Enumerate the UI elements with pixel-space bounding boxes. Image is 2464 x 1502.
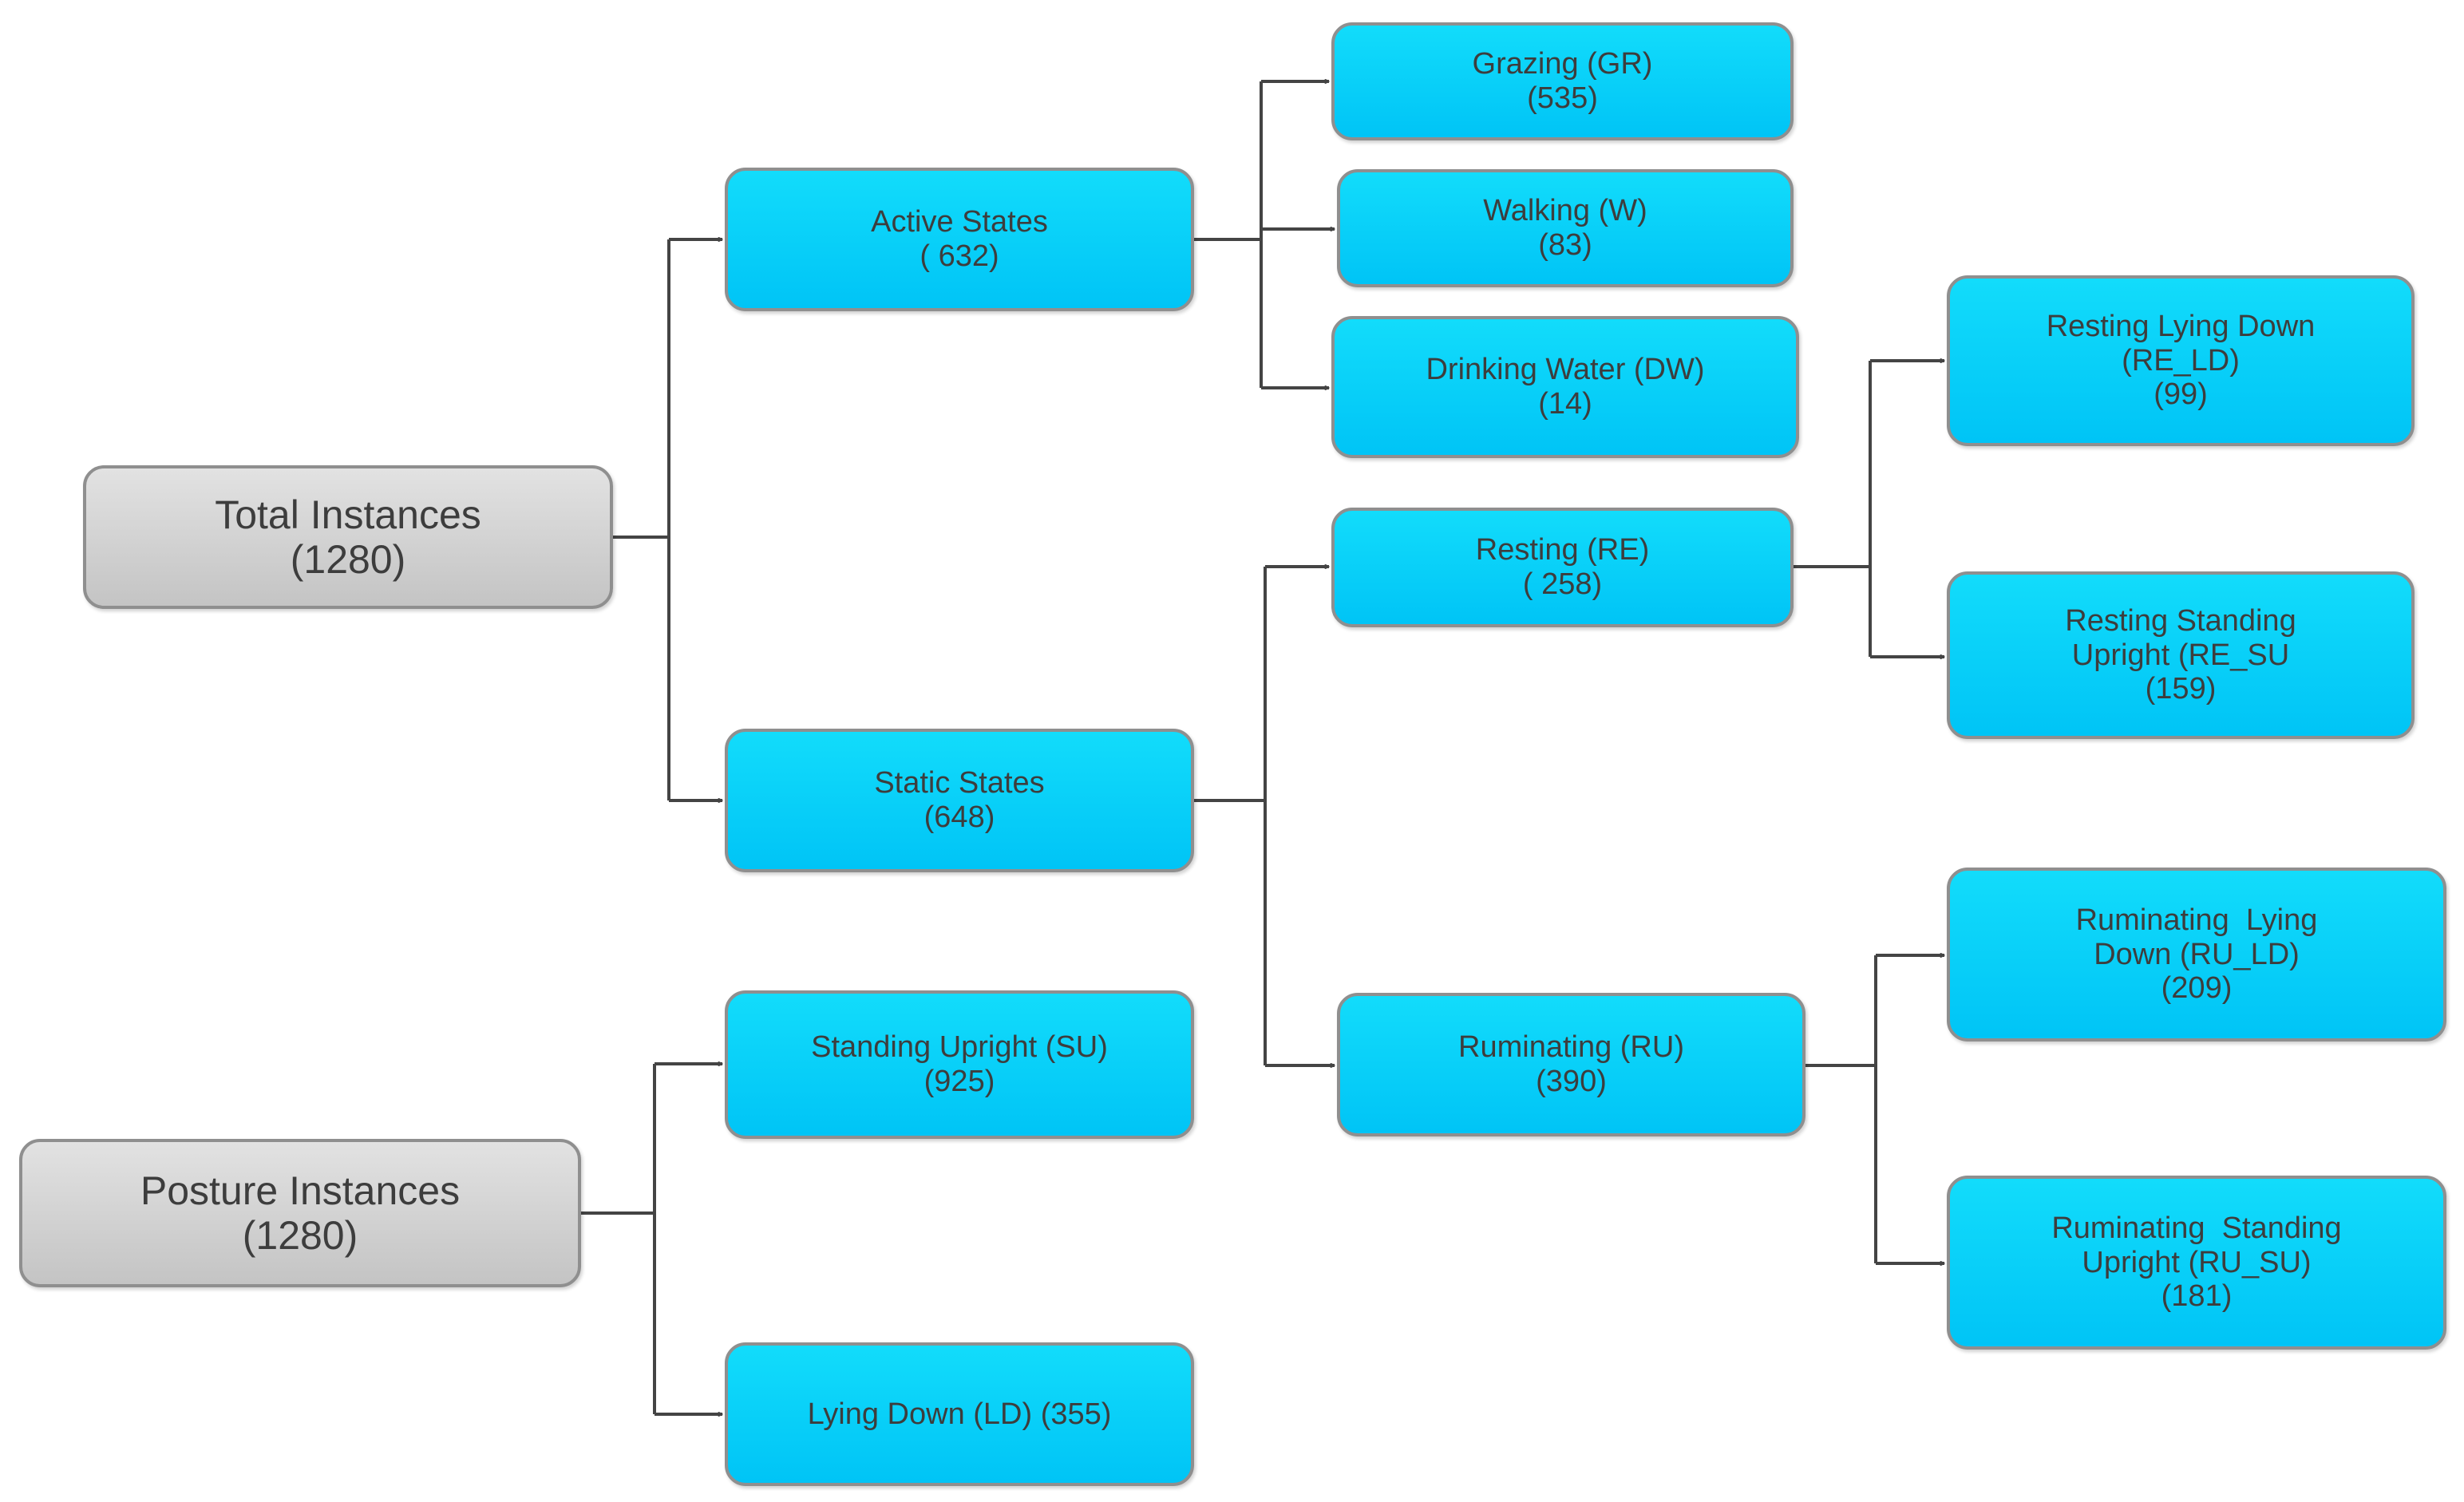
node-re-su-count: (159) — [2145, 672, 2217, 706]
connector-ruminating-trunk — [1805, 955, 1877, 1263]
node-walking-count: (83) — [1538, 228, 1592, 262]
node-static-states-title: Static States — [874, 766, 1045, 800]
node-resting-lying-down: Resting Lying Down (RE_LD) (99) — [1947, 275, 2415, 446]
node-ru-su-count: (181) — [2161, 1279, 2233, 1314]
node-total-instances: Total Instances (1280) — [83, 465, 613, 609]
node-posture-instances-title: Posture Instances — [140, 1168, 461, 1213]
node-posture-instances: Posture Instances (1280) — [19, 1139, 581, 1287]
node-grazing-count: (535) — [1527, 81, 1598, 115]
node-walking-title: Walking (W) — [1483, 194, 1647, 228]
node-re-su-code: Upright (RE_SU — [2071, 638, 2290, 672]
node-active-states: Active States ( 632) — [725, 168, 1194, 311]
node-total-instances-title: Total Instances — [215, 492, 481, 537]
node-resting-count: ( 258) — [1522, 567, 1603, 601]
node-ruminating-count: (390) — [1536, 1065, 1607, 1098]
node-grazing-title: Grazing (GR) — [1472, 47, 1653, 81]
node-active-states-count: ( 632) — [920, 239, 999, 273]
node-ruminating-standing-upright: Ruminating Standing Upright (RU_SU) (181… — [1947, 1176, 2446, 1350]
node-ru-su-code: Upright (RU_SU) — [2082, 1245, 2312, 1279]
node-resting-title: Resting (RE) — [1475, 533, 1650, 567]
node-static-states: Static States (648) — [725, 729, 1194, 872]
node-ru-ld-count: (209) — [2161, 971, 2233, 1006]
connector-posture-trunk — [581, 1064, 656, 1414]
node-drinking-water: Drinking Water (DW) (14) — [1331, 316, 1799, 458]
node-drinking-water-title: Drinking Water (DW) — [1426, 353, 1705, 387]
node-resting-standing-upright: Resting Standing Upright (RE_SU (159) — [1947, 571, 2415, 739]
node-re-su-title: Resting Standing — [2065, 604, 2296, 638]
connector-active-trunk — [1194, 81, 1263, 388]
node-active-states-title: Active States — [871, 205, 1048, 239]
node-standing-upright-title: Standing Upright (SU) — [811, 1030, 1108, 1065]
node-walking: Walking (W) (83) — [1337, 169, 1794, 287]
node-posture-instances-count: (1280) — [242, 1213, 358, 1258]
connector-total-trunk — [613, 239, 670, 800]
node-lying-down: Lying Down (LD) (355) — [725, 1342, 1194, 1486]
node-resting: Resting (RE) ( 258) — [1331, 508, 1794, 627]
node-re-ld-count: (99) — [2154, 377, 2208, 412]
connector-resting-trunk — [1794, 361, 1872, 657]
node-ru-ld-code: Down (RU_LD) — [2094, 937, 2300, 971]
node-ruminating-lying-down: Ruminating Lying Down (RU_LD) (209) — [1947, 868, 2446, 1042]
node-re-ld-code: (RE_LD) — [2122, 343, 2240, 377]
node-ru-ld-title: Ruminating Lying — [2075, 903, 2318, 938]
node-drinking-water-count: (14) — [1538, 387, 1592, 421]
node-ruminating: Ruminating (RU) (390) — [1337, 993, 1805, 1136]
node-standing-upright: Standing Upright (SU) (925) — [725, 990, 1194, 1139]
node-total-instances-count: (1280) — [290, 537, 406, 582]
node-ru-su-title: Ruminating Standing — [2051, 1211, 2342, 1246]
node-re-ld-title: Resting Lying Down — [2046, 310, 2316, 344]
node-static-states-count: (648) — [924, 800, 995, 834]
connector-static-trunk — [1194, 567, 1267, 1065]
node-ruminating-title: Ruminating (RU) — [1458, 1030, 1684, 1065]
node-grazing: Grazing (GR) (535) — [1331, 22, 1794, 140]
node-lying-down-title: Lying Down (LD) (355) — [807, 1397, 1112, 1431]
node-standing-upright-count: (925) — [924, 1065, 995, 1098]
